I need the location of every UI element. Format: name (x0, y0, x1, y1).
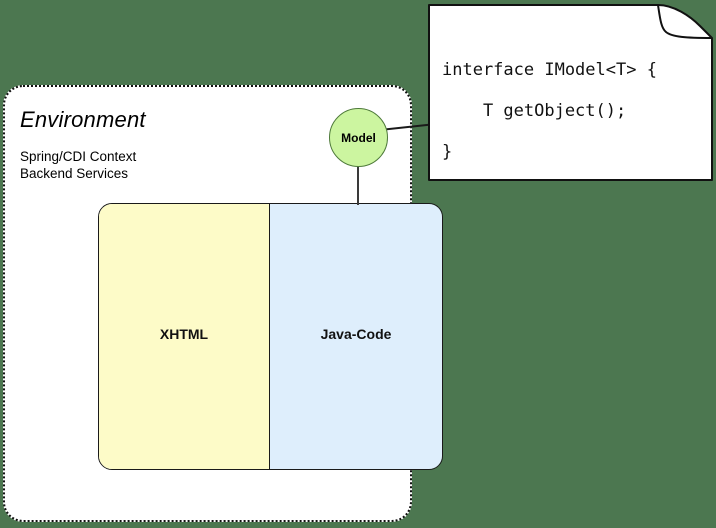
panel-java-code[interactable]: Java-Code (270, 204, 442, 469)
code-note-shape (428, 4, 713, 181)
model-node-label: Model (341, 130, 376, 145)
application-split-panel: XHTML Java-Code (98, 203, 443, 470)
code-note-text: interface IModel<T> { T getObject(); } (442, 50, 657, 173)
code-note-line-2: T getObject(); (442, 101, 627, 121)
panel-xhtml[interactable]: XHTML (99, 204, 270, 469)
code-note[interactable]: interface IModel<T> { T getObject(); } (428, 4, 713, 181)
code-note-line-3: } (442, 142, 453, 162)
code-note-line-1: interface IModel<T> { (442, 60, 657, 80)
panel-xhtml-label: XHTML (159, 325, 209, 342)
connector-model-to-note (380, 123, 436, 131)
environment-subtitle-line-1: Spring/CDI Context (20, 149, 137, 164)
panel-java-code-label: Java-Code (320, 325, 392, 342)
environment-subtitle-line-2: Backend Services (20, 166, 129, 181)
environment-title: Environment (20, 107, 146, 132)
model-node[interactable]: Model (329, 108, 388, 167)
environment-subtitle: Spring/CDI Context Backend Services (20, 148, 136, 182)
connector-model-to-java-code (357, 165, 359, 205)
